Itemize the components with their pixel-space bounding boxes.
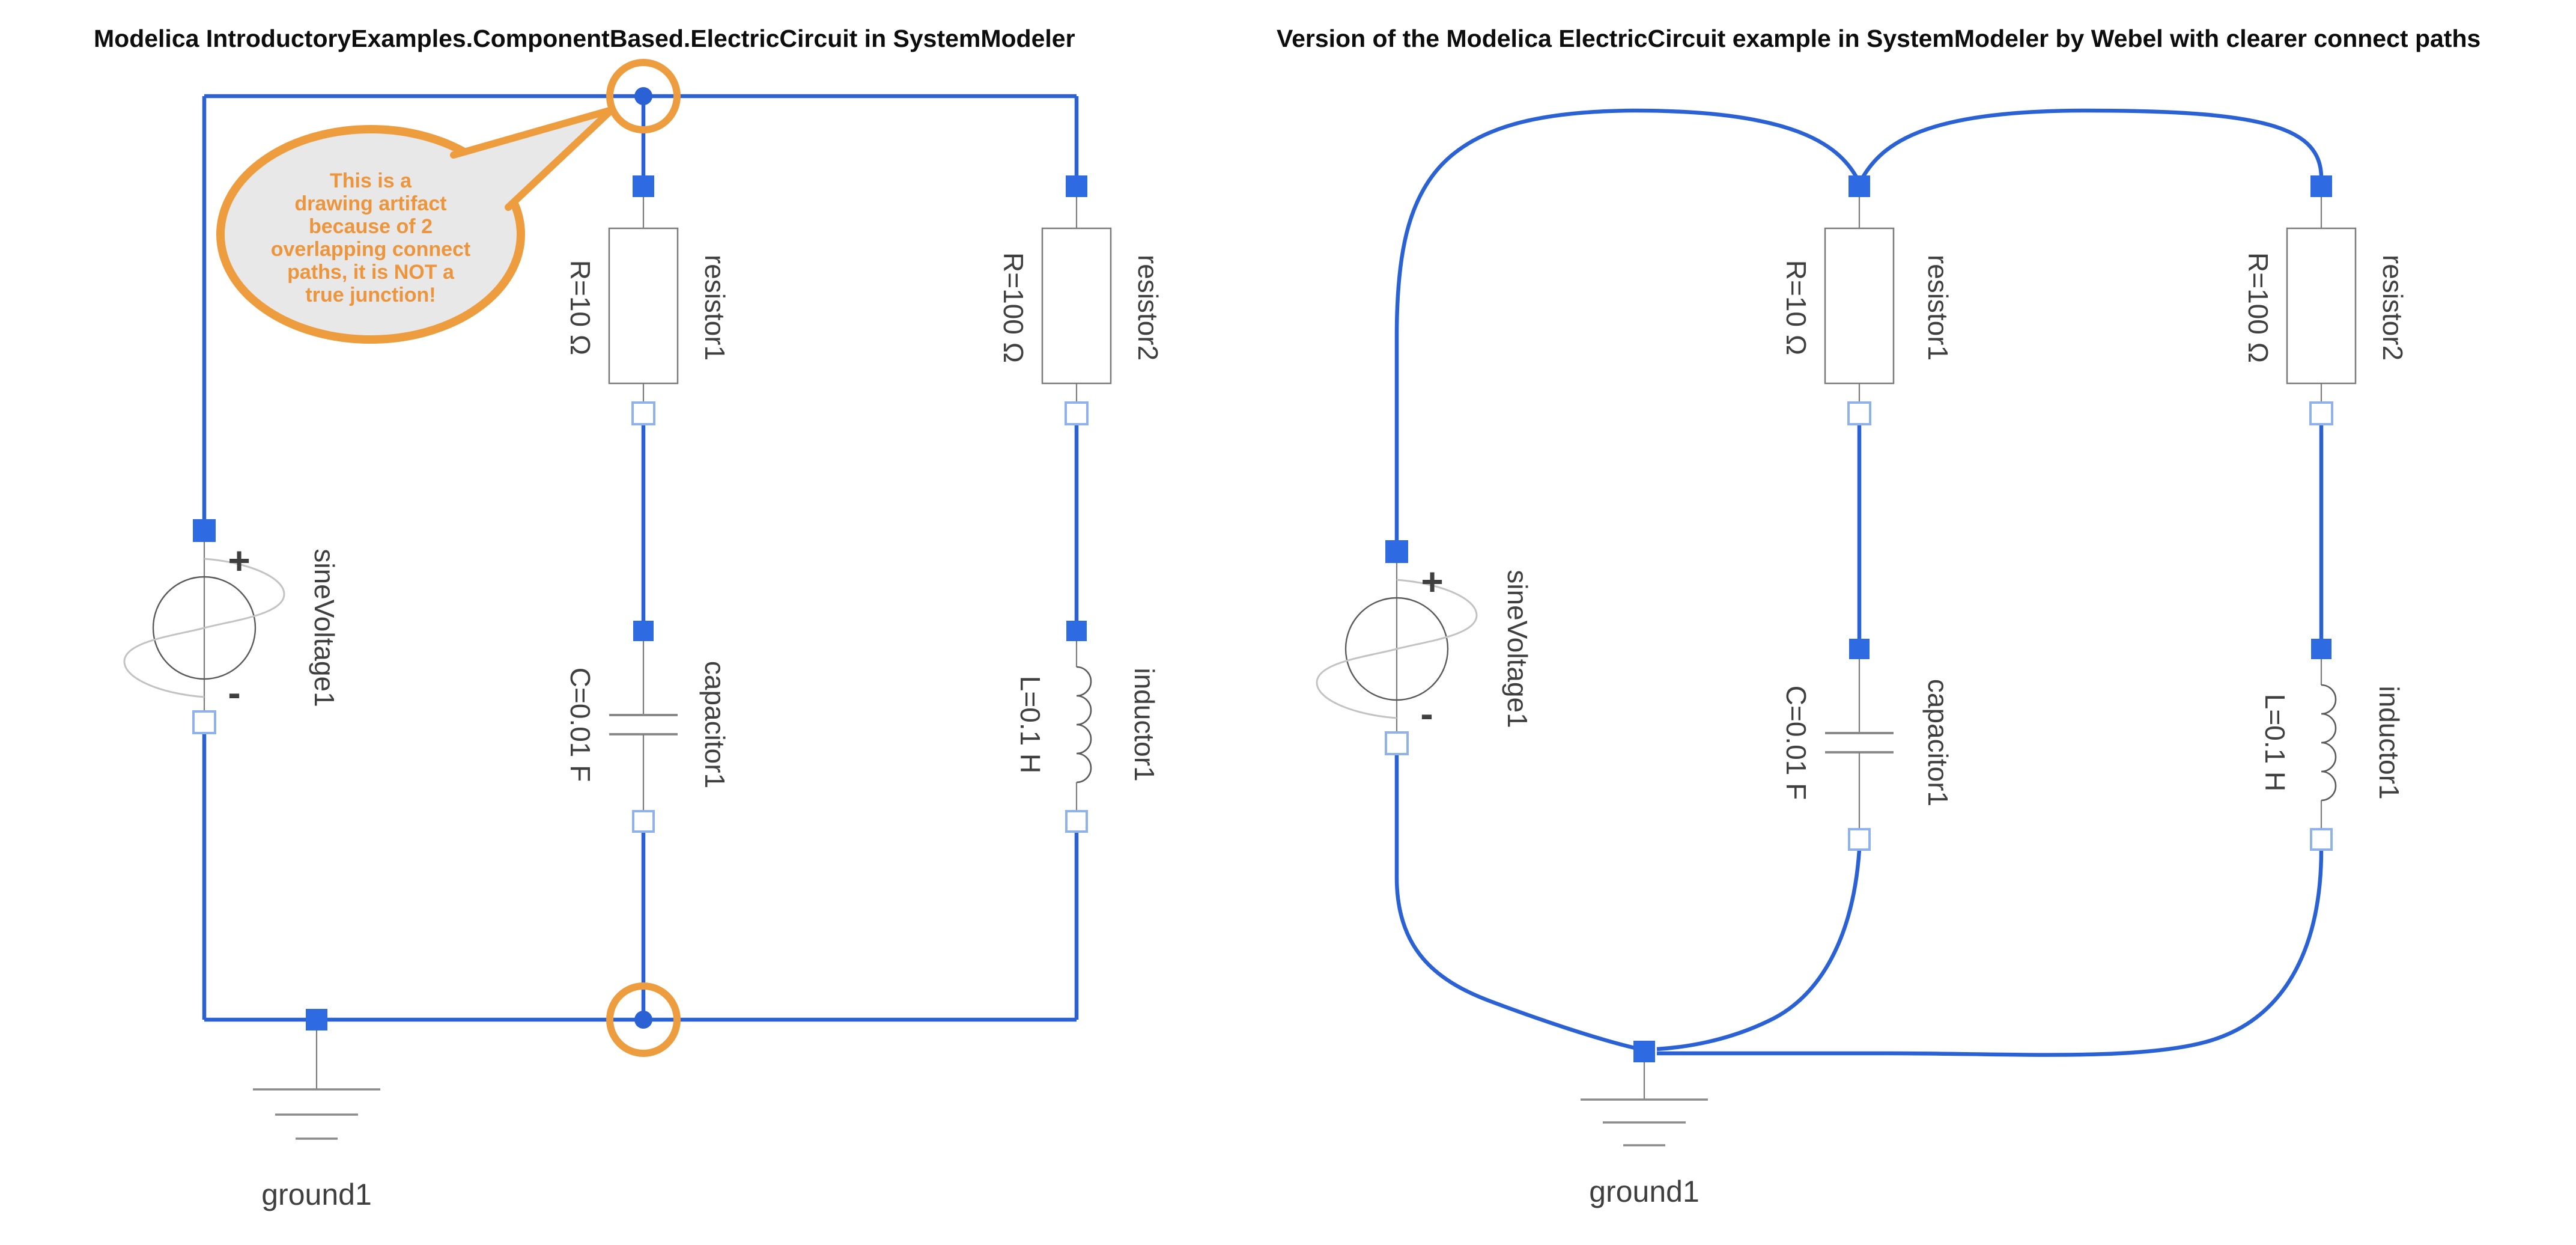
capacitor1-value-label: C=0.01 F [565, 668, 596, 782]
callout-line: paths, it is NOT a [287, 261, 455, 284]
resistor2-symbol [2286, 174, 2357, 425]
callout-tail [454, 110, 612, 207]
connect-sine-to-ground [1394, 753, 1635, 1050]
resistor1-value-label: R=10 Ω [1781, 260, 1812, 355]
sine-voltage-symbol [1316, 539, 1478, 755]
resistor1-symbol [608, 174, 679, 425]
top-junction-dot [634, 87, 652, 105]
capacitor1-symbol [608, 619, 679, 833]
resistor2-symbol [1041, 174, 1112, 425]
resistor2-name-label: resistor2 [2377, 255, 2408, 361]
right-circuit-straight-wires [1857, 424, 2324, 640]
capacitor1-value-label: C=0.01 F [1781, 686, 1812, 800]
ground-pin [1633, 1041, 1655, 1062]
right-panel-title: Version of the Modelica ElectricCircuit … [1277, 25, 2480, 52]
connect-sine-to-resistor1 [1394, 108, 1859, 547]
inductor1-name-label: inductor1 [1129, 668, 1160, 781]
resistor2-value-label: R=100 Ω [998, 252, 1029, 363]
callout-bubble [216, 125, 525, 344]
annotation-callout: This is a drawing artifact because of 2 … [216, 59, 681, 1057]
inductor1-name-label: inductor1 [2374, 686, 2405, 799]
ground-symbol [1581, 1041, 1708, 1146]
sine-minus-label: - [228, 671, 240, 714]
inductor1-value-label: L=0.1 H [1015, 676, 1046, 773]
callout-line: because of 2 [309, 215, 433, 238]
callout-line: drawing artifact [294, 192, 446, 215]
callout-line: This is a [330, 169, 412, 192]
callout-line: overlapping connect [271, 238, 471, 261]
ground-name-label: ground1 [1589, 1175, 1700, 1208]
inductor1-symbol [2310, 638, 2337, 851]
connect-capacitor-to-ground [1656, 849, 1862, 1052]
resistor1-name-label: resistor1 [1922, 255, 1954, 361]
sine-plus-label: + [228, 539, 250, 582]
capacitor1-symbol [1824, 638, 1895, 851]
bottom-junction-dot [634, 1011, 652, 1029]
sine-plus-label: + [1421, 560, 1443, 603]
callout-line: true junction! [305, 284, 436, 306]
resistor2-name-label: resistor2 [1132, 255, 1164, 361]
sine-minus-label: - [1420, 692, 1433, 735]
ground-symbol [253, 1009, 380, 1140]
top-junction-highlight-ring [606, 59, 681, 133]
inductor1-symbol [1065, 619, 1092, 833]
ground-name-label: ground1 [261, 1178, 372, 1211]
left-circuit-panel: Modelica IntroductoryExamples.ComponentB… [94, 25, 1164, 1211]
capacitor1-name-label: capacitor1 [699, 661, 731, 788]
ground-pin [306, 1009, 327, 1030]
resistor1-symbol [1824, 174, 1895, 425]
connect-inductor-to-ground [1657, 849, 2324, 1057]
resistor2-value-label: R=100 Ω [2243, 252, 2274, 363]
resistor1-value-label: R=10 Ω [565, 260, 596, 355]
sine-name-label: sineVoltage1 [1502, 570, 1533, 728]
sine-name-label: sineVoltage1 [309, 549, 340, 707]
sine-voltage-symbol [123, 518, 285, 734]
capacitor1-name-label: capacitor1 [1922, 679, 1954, 806]
connect-resistor1-to-resistor2 [1860, 108, 2324, 180]
left-panel-title: Modelica IntroductoryExamples.ComponentB… [94, 25, 1075, 52]
right-circuit-panel: Version of the Modelica ElectricCircuit … [1277, 25, 2480, 1208]
bottom-junction-highlight-ring [606, 982, 681, 1057]
resistor1-name-label: resistor1 [699, 255, 731, 361]
inductor1-value-label: L=0.1 H [2259, 694, 2291, 791]
